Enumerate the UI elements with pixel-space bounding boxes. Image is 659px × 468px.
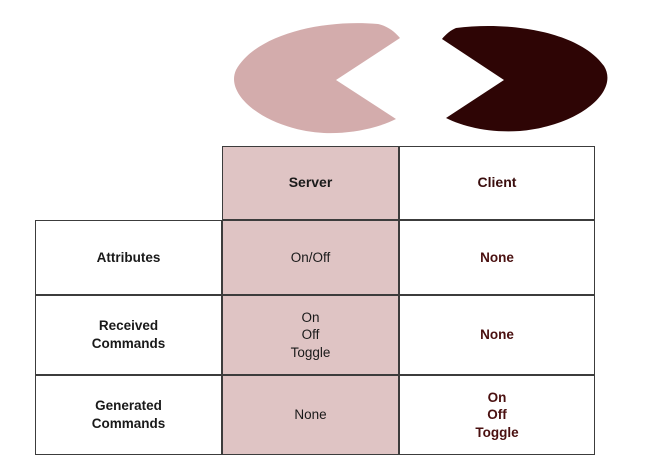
- cell-generated-commands-client-line1: On: [487, 389, 507, 405]
- cell-received-commands-server-line2: Off: [301, 327, 320, 343]
- cell-received-commands-client: None: [399, 295, 595, 375]
- cell-received-commands-server: On Off Toggle: [222, 295, 399, 375]
- cell-generated-commands-server: None: [222, 375, 399, 455]
- light-pacman-facing-right-icon: [234, 23, 400, 134]
- cell-generated-commands-client-line2: Off: [487, 407, 507, 423]
- table-header-row: Server Client: [35, 146, 595, 220]
- row-label-attributes: Attributes: [35, 220, 222, 295]
- table-row: Received Commands On Off Toggle None: [35, 295, 595, 375]
- row-label-received-commands: Received Commands: [35, 295, 222, 375]
- header-spacer-cell: [35, 146, 222, 220]
- column-header-server: Server: [222, 146, 399, 220]
- cell-received-commands-server-line1: On: [301, 309, 320, 325]
- column-header-client: Client: [399, 146, 595, 220]
- pacman-pair-graphic: [228, 22, 618, 134]
- cell-generated-commands-client: On Off Toggle: [399, 375, 595, 455]
- row-label-received-commands-line1: Received: [98, 318, 159, 334]
- cell-attributes-server: On/Off: [222, 220, 399, 295]
- row-label-generated-commands-line2: Commands: [91, 416, 166, 431]
- cell-generated-commands-client-line3: Toggle: [475, 424, 519, 440]
- row-label-generated-commands: Generated Commands: [35, 375, 222, 455]
- row-label-received-commands-line2: Commands: [91, 336, 166, 351]
- cell-received-commands-server-line3: Toggle: [290, 344, 331, 360]
- cell-attributes-client: None: [399, 220, 595, 295]
- table-row: Attributes On/Off None: [35, 220, 595, 295]
- table-row: Generated Commands None On Off Toggle: [35, 375, 595, 455]
- server-client-capability-matrix: Server Client Attributes On/Off None Rec…: [35, 146, 595, 456]
- dark-pacman-facing-left-icon: [442, 25, 608, 132]
- row-label-generated-commands-line1: Generated: [95, 398, 162, 414]
